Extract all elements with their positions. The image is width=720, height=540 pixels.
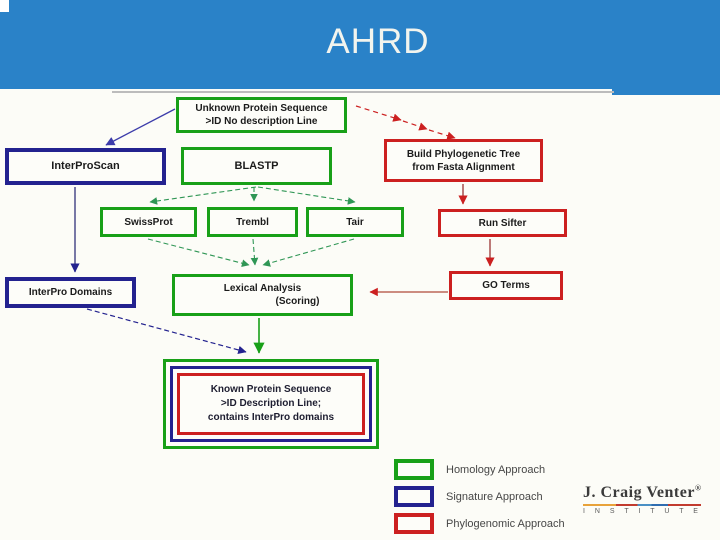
node-build-phylogenetic-tree: Build Phylogenetic Tree from Fasta Align… bbox=[384, 139, 543, 182]
node-label: GO Terms bbox=[482, 280, 530, 291]
known-box-signature-border: Known Protein Sequence >ID Description L… bbox=[170, 366, 372, 442]
node-label: >ID No description Line bbox=[205, 116, 318, 127]
node-label: Lexical Analysis bbox=[223, 283, 302, 294]
known-box-phylogenomic-border: Known Protein Sequence >ID Description L… bbox=[177, 373, 365, 435]
node-label: SwissProt bbox=[124, 216, 173, 228]
legend-label: Signature Approach bbox=[446, 490, 543, 503]
node-label: from Fasta Alignment bbox=[412, 161, 515, 173]
legend-label: Phylogenomic Approach bbox=[446, 517, 565, 530]
node-tair: Tair bbox=[306, 207, 404, 237]
legend-label: Homology Approach bbox=[446, 463, 546, 476]
node-known-protein-sequence: Known Protein Sequence >ID Description L… bbox=[163, 359, 379, 449]
node-interpro-domains: InterPro Domains bbox=[5, 277, 136, 308]
legend-swatch-phylogenomic bbox=[394, 513, 434, 534]
node-lexical-analysis: Lexical Analysis (Scoring) bbox=[172, 274, 353, 316]
node-unknown-protein-sequence: Unknown Protein Sequence >ID No descript… bbox=[176, 97, 347, 133]
page-title: AHRD bbox=[326, 22, 430, 61]
jcvi-logo: J. Craig Venter® I N S T I T U T E bbox=[583, 484, 719, 515]
slide-header: AHRD bbox=[0, 0, 720, 89]
node-run-sifter: Run Sifter bbox=[438, 209, 567, 237]
jcvi-logo-institute: I N S T I T U T E bbox=[583, 508, 702, 516]
node-label: Build Phylogenetic Tree bbox=[406, 148, 521, 160]
node-label: (Scoring) bbox=[275, 296, 320, 307]
node-label: Tair bbox=[346, 216, 364, 228]
legend-item-homology: Homology Approach bbox=[394, 459, 545, 480]
node-blastp: BLASTP bbox=[181, 147, 332, 185]
node-label: Trembl bbox=[236, 216, 269, 228]
legend-swatch-signature bbox=[394, 486, 434, 507]
jcvi-logo-name: J. Craig Venter® bbox=[583, 484, 702, 502]
header-divider bbox=[112, 91, 614, 93]
node-label: >ID Description Line; bbox=[220, 398, 322, 409]
legend-item-signature: Signature Approach bbox=[394, 486, 543, 507]
corner-notch-decoration bbox=[0, 0, 9, 12]
node-label: InterProScan bbox=[51, 160, 120, 173]
node-label: Run Sifter bbox=[478, 217, 527, 229]
node-interproscan: InterProScan bbox=[5, 148, 166, 185]
node-label: Known Protein Sequence bbox=[210, 384, 332, 395]
node-go-terms: GO Terms bbox=[449, 271, 563, 300]
registered-mark: ® bbox=[694, 484, 702, 493]
node-label: Unknown Protein Sequence bbox=[195, 103, 328, 114]
legend-item-phylogenomic: Phylogenomic Approach bbox=[394, 513, 565, 534]
node-swissprot: SwissProt bbox=[100, 207, 197, 237]
legend-swatch-homology bbox=[394, 459, 434, 480]
node-label: BLASTP bbox=[234, 159, 279, 172]
jcvi-logo-rule bbox=[583, 504, 701, 507]
node-label: contains InterPro domains bbox=[207, 412, 335, 423]
node-trembl: Trembl bbox=[207, 207, 298, 237]
node-label: InterPro Domains bbox=[28, 287, 113, 298]
header-step-decoration bbox=[612, 89, 720, 95]
